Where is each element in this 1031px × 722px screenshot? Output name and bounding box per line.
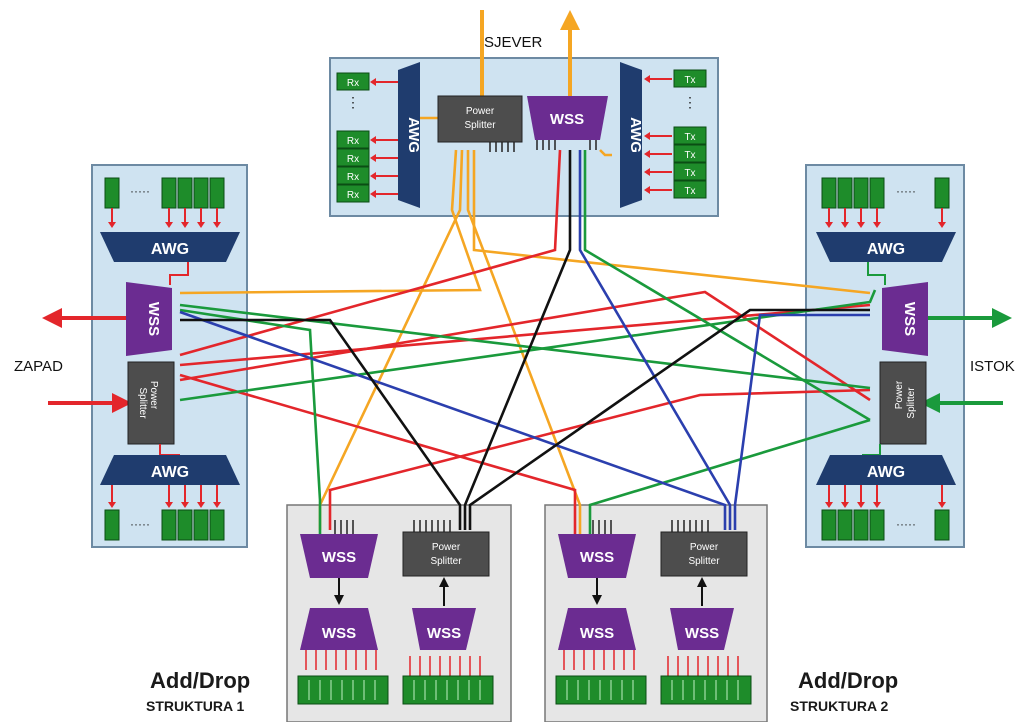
east-tx-top: ····· — [821, 177, 950, 228]
svg-text:WSS: WSS — [322, 549, 356, 566]
adddrop2-power-splitter: Power Splitter — [660, 520, 748, 606]
east-awg-bottom: AWG — [816, 455, 956, 485]
adddrop1-title: Add/Drop — [150, 668, 251, 693]
svg-text:Rx: Rx — [347, 78, 359, 89]
svg-text:WSS: WSS — [322, 625, 356, 642]
svg-text:AWG: AWG — [151, 464, 189, 481]
svg-text:AWG: AWG — [151, 241, 189, 258]
svg-text:Splitter: Splitter — [430, 556, 462, 567]
svg-text:Splitter: Splitter — [688, 556, 720, 567]
svg-text:AWG: AWG — [627, 117, 644, 153]
adddrop1-subtitle: STRUKTURA 1 — [146, 698, 245, 714]
north-wss: WSS — [527, 96, 608, 150]
svg-text:Splitter: Splitter — [906, 387, 917, 419]
svg-text:Power: Power — [894, 380, 905, 409]
adddrop1-wss-lower-right: WSS — [412, 608, 476, 650]
svg-text:Splitter: Splitter — [464, 120, 496, 131]
adddrop2-wss-upper: WSS — [558, 520, 636, 605]
adddrop1-power-splitter: Power Splitter — [402, 520, 490, 606]
adddrop2-transceivers — [555, 650, 752, 705]
west-label: ZAPAD — [14, 358, 63, 375]
svg-text:WSS: WSS — [550, 111, 584, 128]
east-awg-top: AWG — [816, 232, 956, 262]
svg-text:Rx: Rx — [347, 154, 359, 165]
svg-text:Rx: Rx — [347, 136, 359, 147]
east-awg-wss-link — [867, 262, 886, 285]
svg-text:AWG: AWG — [867, 241, 905, 258]
west-awg-wss-link — [169, 262, 189, 285]
west-rx-top: ····· — [104, 177, 225, 228]
east-rx-bottom: ····· — [821, 485, 950, 541]
svg-text:·····: ····· — [896, 184, 916, 198]
adddrop2-title: Add/Drop — [798, 668, 899, 693]
adddrop2-wss-lower-right: WSS — [670, 608, 734, 650]
svg-text:Tx: Tx — [684, 150, 695, 161]
west-awg-top: AWG — [100, 232, 240, 262]
svg-text:Rx: Rx — [347, 190, 359, 201]
svg-text:WSS: WSS — [685, 625, 719, 642]
svg-text:Tx: Tx — [684, 132, 695, 143]
svg-text:Power: Power — [148, 381, 159, 410]
svg-text:Power: Power — [432, 542, 461, 553]
west-power-splitter: Power Splitter — [127, 361, 175, 445]
adddrop1-transceivers — [297, 650, 494, 705]
svg-text:WSS: WSS — [145, 302, 162, 336]
svg-text:⋮: ⋮ — [683, 94, 697, 110]
svg-text:WSS: WSS — [580, 549, 614, 566]
svg-text:AWG: AWG — [867, 464, 905, 481]
svg-text:WSS: WSS — [901, 302, 918, 336]
adddrop1-wss-upper: WSS — [300, 520, 378, 605]
svg-text:Tx: Tx — [684, 75, 695, 86]
svg-text:WSS: WSS — [427, 625, 461, 642]
svg-text:Tx: Tx — [684, 168, 695, 179]
svg-text:Rx: Rx — [347, 172, 359, 183]
east-label: ISTOK — [970, 358, 1015, 375]
adddrop2-wss-lower-left: WSS — [558, 608, 636, 650]
north-awg-right: AWG — [620, 62, 644, 208]
north-tx-column: Tx ⋮ Tx Tx Tx Tx — [644, 69, 707, 199]
svg-text:·····: ····· — [130, 184, 150, 198]
svg-text:·····: ····· — [130, 517, 150, 531]
svg-text:Tx: Tx — [684, 186, 695, 197]
svg-text:Splitter: Splitter — [137, 387, 148, 419]
svg-text:Power: Power — [466, 106, 495, 117]
svg-text:AWG: AWG — [405, 117, 422, 153]
svg-text:Power: Power — [690, 542, 719, 553]
north-awg-left: AWG — [398, 62, 422, 208]
north-arrows — [472, 10, 580, 120]
north-power-splitter: Power Splitter — [437, 95, 523, 152]
svg-text:⋮: ⋮ — [346, 94, 360, 110]
adddrop2-subtitle: STRUKTURA 2 — [790, 698, 889, 714]
north-rx-column: Rx ⋮ Rx Rx Rx Rx — [336, 72, 398, 203]
west-wss: WSS — [126, 282, 172, 356]
east-wss: WSS — [882, 282, 928, 356]
west-rx-bottom: ····· — [104, 485, 225, 541]
north-label: SJEVER — [484, 34, 543, 51]
svg-text:·····: ····· — [896, 517, 916, 531]
svg-text:WSS: WSS — [580, 625, 614, 642]
east-power-splitter: Splitter Power — [879, 361, 927, 445]
fiber-interconnects — [179, 116, 877, 535]
west-awg-bottom: AWG — [100, 455, 240, 485]
adddrop1-wss-lower-left: WSS — [300, 608, 378, 650]
